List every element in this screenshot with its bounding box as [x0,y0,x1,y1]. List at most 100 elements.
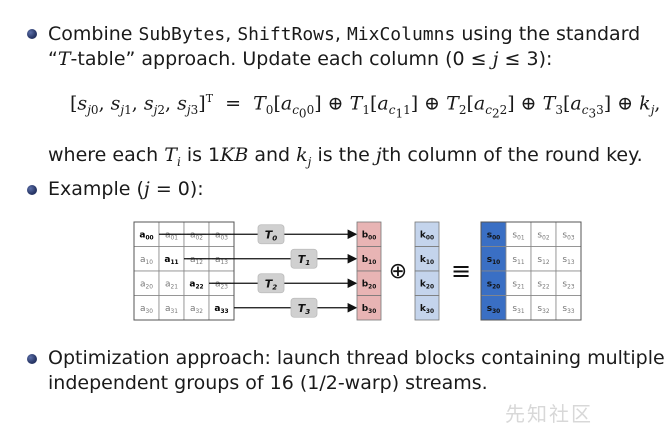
s-cell-label: s01 [512,230,524,241]
a-cell-label: a13 [215,255,228,266]
s-cell [555,270,582,296]
s-cell-label: s10 [487,255,501,266]
a-grid-border [133,221,235,321]
s-cell [480,270,507,296]
bullet-3-line-1: Optimization approach: launch thread blo… [48,347,665,369]
a-cell-label: a12 [190,255,203,266]
t-box [257,273,285,294]
b-cell-label: b30 [362,304,377,315]
s-cell-label: s12 [537,255,549,266]
a-cell-label: a32 [190,304,203,315]
bullet-1-line-1: Combine SubBytes, ShiftRows, MixColumns … [48,23,641,45]
s-cell [505,221,532,247]
bullet-3-line-2: independent groups of 16 (1/2-warp) stre… [48,372,488,394]
a-cell [183,295,210,321]
a-cell-label: a11 [164,255,178,266]
a-cell-label: a02 [190,230,203,241]
s-cell [480,295,507,321]
xor-symbol: ⊕ [389,259,407,284]
bullet-icon [27,354,37,364]
k-cell [414,246,440,272]
s-cell [530,295,557,321]
s-cell [555,246,582,272]
t-box [257,224,285,245]
t-box-label: T0 [265,228,278,242]
s-cell-label: s33 [562,304,574,315]
bullet-icon [27,29,37,39]
equivalent-glyph: ≡ [451,257,471,285]
k-cell [414,221,440,247]
a-cell-label: a10 [140,255,153,266]
s-cell-label: s32 [537,304,549,315]
bullet-1-line-2: “T-table” approach. Update each column (… [48,48,553,70]
k-cell-label: k30 [420,304,434,315]
a-cell-label: a22 [189,279,203,290]
a-cell-label: a00 [139,230,153,241]
s-cell [530,221,557,247]
s-cell [555,221,582,247]
k-cell-label: k10 [420,255,434,266]
b-cell-label: b20 [362,279,377,290]
a-cell-label: a20 [140,279,153,290]
update-equation: [sj0, sj1, sj2, sj3]T = T0[ac00] ⊕ T1[ac… [70,92,661,121]
t-box [290,248,318,269]
s-cell-label: s02 [537,230,549,241]
a-cell-label: a31 [165,304,178,315]
column-b: b00 b10 b20 b30 [356,221,382,321]
b-cell [356,246,382,272]
a-cell-label: a30 [140,304,153,315]
t-box [290,297,318,318]
b-cell [356,221,382,247]
k-cell-label: k00 [420,230,434,241]
column-k: k00 k10 k20 k30 [414,221,440,321]
a-cell [133,221,160,247]
b-cell-label: b00 [362,230,377,241]
xor-glyph: ⊕ [389,259,407,284]
s-cell [505,295,532,321]
t-box-label: T2 [265,277,278,291]
a-cell [133,246,160,272]
s-cell-label: s30 [487,304,501,315]
a-cell [208,295,235,321]
s-cell-label: s23 [562,279,574,290]
s-cell [480,246,507,272]
bullet-2-text: Example (j = 0): [48,178,204,200]
s-cell [505,270,532,296]
a-cell [158,246,185,272]
state-matrix-a: a00 a01 a02 a03 a10 a11 a12 a13 a20 a21 a22 a23 a30 a… [133,221,235,321]
s-cell-label: s22 [537,279,549,290]
s-cell-label: s31 [512,304,524,315]
k-cell [414,295,440,321]
equivalent-symbol: ≡ [451,257,471,285]
s-cell [505,246,532,272]
s-cell [480,221,507,247]
where-line: where each Ti is 1KB and kj is the jth c… [48,144,643,169]
a-cell-label: a33 [214,304,228,315]
s-cell-label: s20 [487,279,501,290]
a-cell [158,295,185,321]
watermark: 先知社区 [505,402,593,426]
k-cell-label: k20 [420,279,434,290]
a-cell-label: a01 [165,230,178,241]
a-cell-label: a21 [165,279,178,290]
s-grid-border [480,221,582,321]
a-cell-label: a03 [215,230,228,241]
s-cell-label: s03 [562,230,574,241]
s-cell [555,295,582,321]
bullet-icon [27,185,37,195]
k-cell [414,270,440,296]
b-cell [356,270,382,296]
t-box-label: T3 [298,302,311,316]
b-cell-label: b10 [362,255,377,266]
t-box-label: T1 [298,253,311,267]
s-cell-label: s00 [487,230,501,241]
a-cell [158,270,185,296]
b-cell [356,295,382,321]
a-cell [133,270,160,296]
s-cell-label: s21 [512,279,524,290]
s-cell [530,246,557,272]
a-cell-label: a23 [215,279,228,290]
a-cell [183,270,210,296]
